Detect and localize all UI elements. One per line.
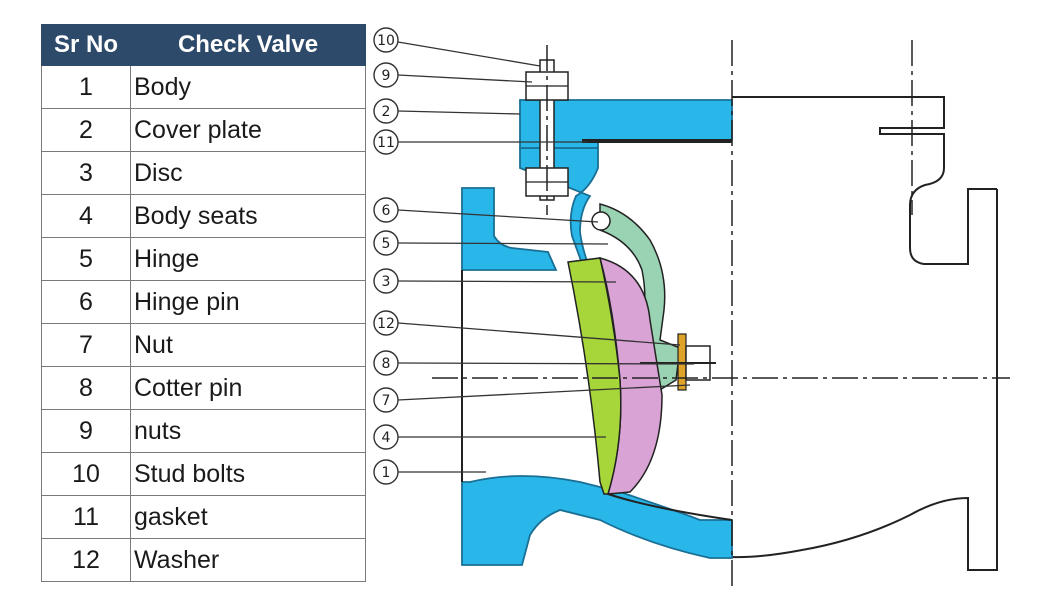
row-part-name: Nut bbox=[130, 323, 366, 367]
row-sr: 1 bbox=[41, 65, 131, 109]
row-sr: 6 bbox=[41, 280, 131, 324]
callout-circle-4 bbox=[373, 424, 399, 450]
leader-7 bbox=[397, 384, 691, 401]
leader-lines bbox=[397, 41, 695, 473]
leader-8 bbox=[397, 362, 695, 365]
header-check-valve: Check Valve bbox=[130, 24, 366, 66]
row-part-name: gasket bbox=[130, 495, 366, 539]
leader-2 bbox=[397, 110, 521, 115]
row-part-name: Body bbox=[130, 65, 366, 109]
row-sr: 12 bbox=[41, 538, 131, 582]
row-sr: 3 bbox=[41, 151, 131, 195]
callout-circle-5 bbox=[373, 230, 399, 256]
cover-outline-right bbox=[732, 96, 945, 168]
table-header-row: Sr No Check Valve bbox=[41, 24, 366, 66]
leader-12 bbox=[397, 322, 681, 346]
hinge-pin bbox=[591, 211, 611, 231]
callout-7: 7 bbox=[382, 393, 391, 409]
callout-8: 8 bbox=[382, 356, 391, 372]
leader-9 bbox=[397, 74, 533, 83]
callout-11: 11 bbox=[377, 135, 395, 151]
callout-circle-2 bbox=[373, 98, 399, 124]
callout-circle-11 bbox=[373, 129, 399, 155]
leader-3 bbox=[397, 280, 617, 283]
row-sr: 7 bbox=[41, 323, 131, 367]
callout-5: 5 bbox=[382, 236, 391, 252]
leader-5 bbox=[397, 242, 609, 245]
row-part-name: Stud bolts bbox=[130, 452, 366, 496]
callout-circle-7 bbox=[373, 387, 399, 413]
row-part-name: Disc bbox=[130, 151, 366, 195]
callout-circle-1 bbox=[373, 459, 399, 485]
callout-circle-10 bbox=[373, 27, 399, 53]
row-sr: 2 bbox=[41, 108, 131, 152]
header-sr-no: Sr No bbox=[41, 24, 131, 66]
callout-circle-6 bbox=[373, 197, 399, 223]
upper-chamber-outline bbox=[909, 167, 997, 265]
leader-10 bbox=[397, 41, 541, 67]
callout-4: 4 bbox=[382, 430, 391, 446]
row-sr: 9 bbox=[41, 409, 131, 453]
callout-2: 2 bbox=[382, 104, 391, 120]
callout-circle-9 bbox=[373, 62, 399, 88]
callout-10: 10 bbox=[377, 33, 395, 49]
callout-9: 9 bbox=[382, 68, 391, 84]
callout-circle-8 bbox=[373, 350, 399, 376]
row-part-name: Cotter pin bbox=[130, 366, 366, 410]
row-sr: 10 bbox=[41, 452, 131, 496]
callout-3: 3 bbox=[382, 274, 391, 290]
row-sr: 11 bbox=[41, 495, 131, 539]
callout-6: 6 bbox=[382, 203, 391, 219]
body-seat bbox=[567, 257, 622, 495]
callout-12: 12 bbox=[377, 316, 395, 332]
row-part-name: nuts bbox=[130, 409, 366, 453]
body-lower-section bbox=[461, 475, 733, 566]
callout-1: 1 bbox=[382, 465, 391, 481]
gasket-strip bbox=[582, 139, 732, 143]
leader-6 bbox=[397, 209, 599, 223]
row-part-name: Body seats bbox=[130, 194, 366, 238]
callout-circle-12 bbox=[373, 310, 399, 336]
valve-right-outline bbox=[731, 96, 998, 571]
body-upper-section bbox=[461, 187, 558, 271]
body-inner-bottom bbox=[607, 493, 733, 521]
callouts: 10 9 2 11 6 5 3 12 8 7 4 1 bbox=[373, 27, 399, 485]
callout-circle-3 bbox=[373, 268, 399, 294]
hinge-arm bbox=[599, 203, 681, 398]
row-part-name: Hinge pin bbox=[130, 280, 366, 324]
row-part-name: Hinge bbox=[130, 237, 366, 281]
hinge bbox=[591, 203, 681, 398]
right-flange-outline bbox=[731, 189, 998, 571]
disc-fasteners bbox=[640, 333, 716, 391]
row-sr: 8 bbox=[41, 366, 131, 410]
row-part-name: Washer bbox=[130, 538, 366, 582]
